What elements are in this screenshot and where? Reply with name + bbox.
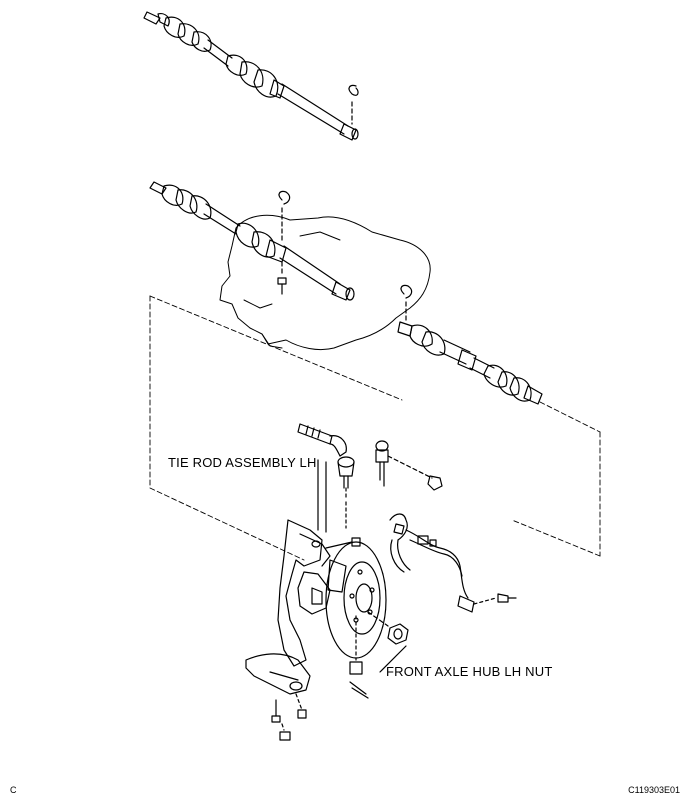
stabilizer-link xyxy=(376,441,442,490)
strut xyxy=(318,460,326,532)
lower-arm xyxy=(246,654,310,740)
figure-code: C119303E01 xyxy=(628,785,680,795)
front-axle-hub-nut xyxy=(368,612,408,672)
steering-knuckle xyxy=(278,502,346,666)
speed-sensor-harness xyxy=(390,514,516,612)
middle-drive-shaft xyxy=(150,182,354,300)
right-drive-shaft xyxy=(398,285,542,404)
upper-drive-shaft xyxy=(144,12,358,140)
transaxle-outline xyxy=(220,215,430,349)
label-front-axle-hub-nut: FRONT AXLE HUB LH NUT xyxy=(386,664,553,679)
assembly-frame xyxy=(150,296,600,560)
corner-mark-left: C xyxy=(10,785,17,795)
label-tie-rod-assembly: TIE ROD ASSEMBLY LH xyxy=(168,455,317,470)
tie-rod-assembly xyxy=(298,424,354,498)
lower-nut-and-cotter xyxy=(350,616,368,698)
knuckle-bolt xyxy=(326,538,360,548)
